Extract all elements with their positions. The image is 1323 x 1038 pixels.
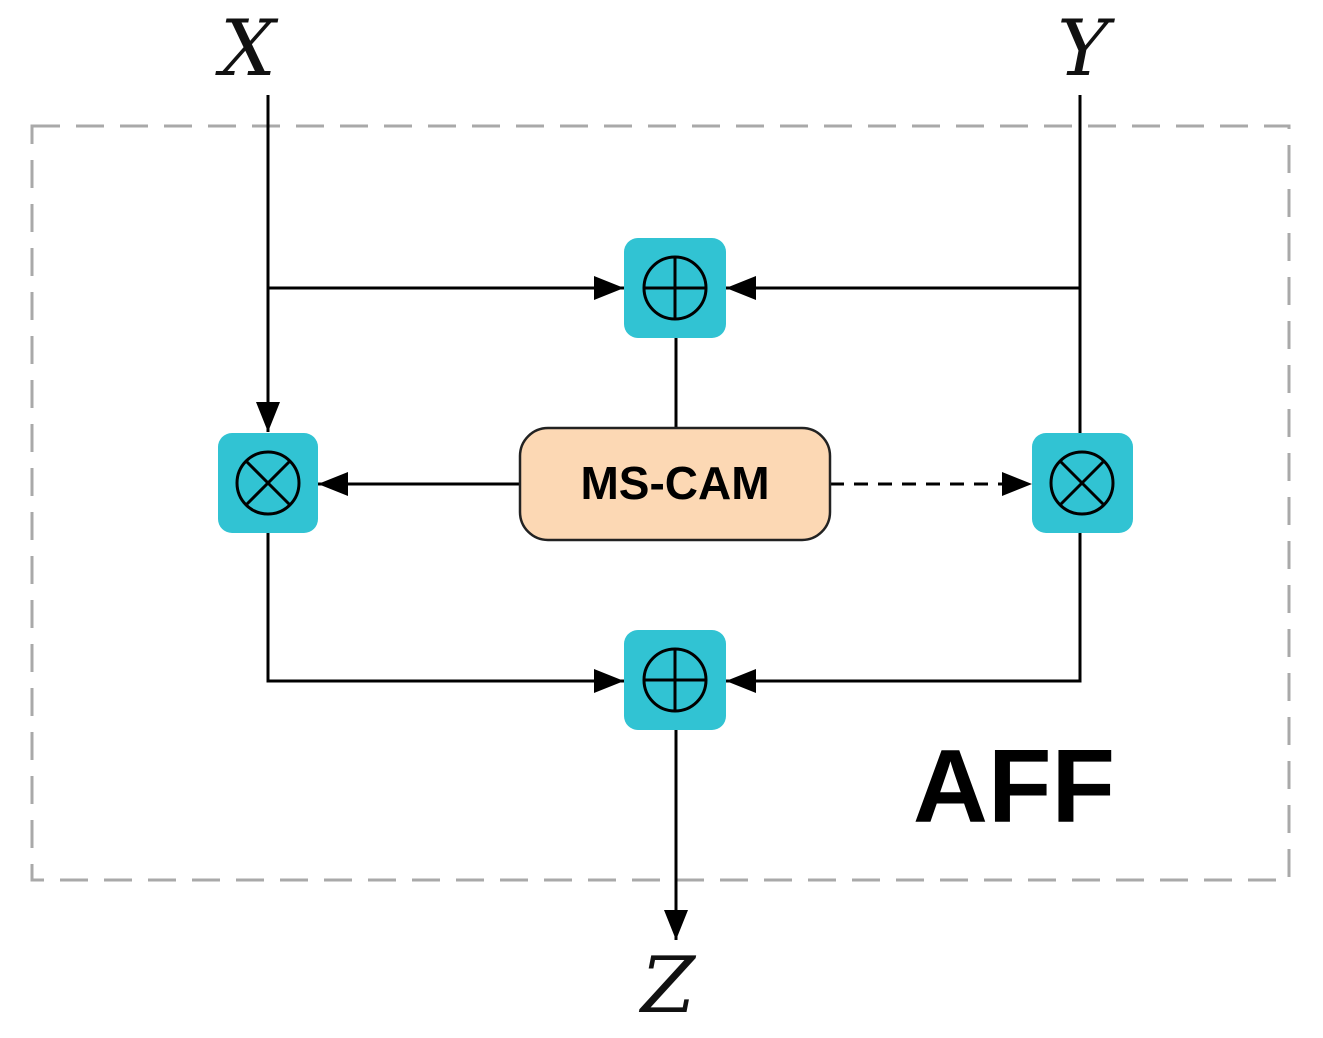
add-icon	[642, 647, 708, 713]
top-add-operator	[624, 238, 726, 338]
mscam-module: MS-CAM	[518, 426, 832, 542]
wire-left-multiply-to-bottom-add	[266, 533, 624, 693]
input-y-label: Y	[1057, 4, 1115, 94]
wire-right-multiply-to-bottom-add	[726, 533, 1082, 693]
output-z-label: Z	[638, 941, 697, 1031]
multiply-icon	[235, 450, 301, 516]
left-multiply-operator	[218, 433, 318, 533]
dashed-arrowhead	[1002, 472, 1032, 496]
aff-container-border	[30, 124, 1291, 882]
right-multiply-operator	[1032, 433, 1133, 533]
multiply-icon	[1049, 450, 1115, 516]
input-x-label: X	[214, 4, 279, 94]
add-icon	[642, 255, 708, 321]
aff-label: AFF	[913, 729, 1115, 845]
mscam-label: MS-CAM	[580, 457, 769, 509]
bottom-add-operator	[624, 630, 726, 730]
